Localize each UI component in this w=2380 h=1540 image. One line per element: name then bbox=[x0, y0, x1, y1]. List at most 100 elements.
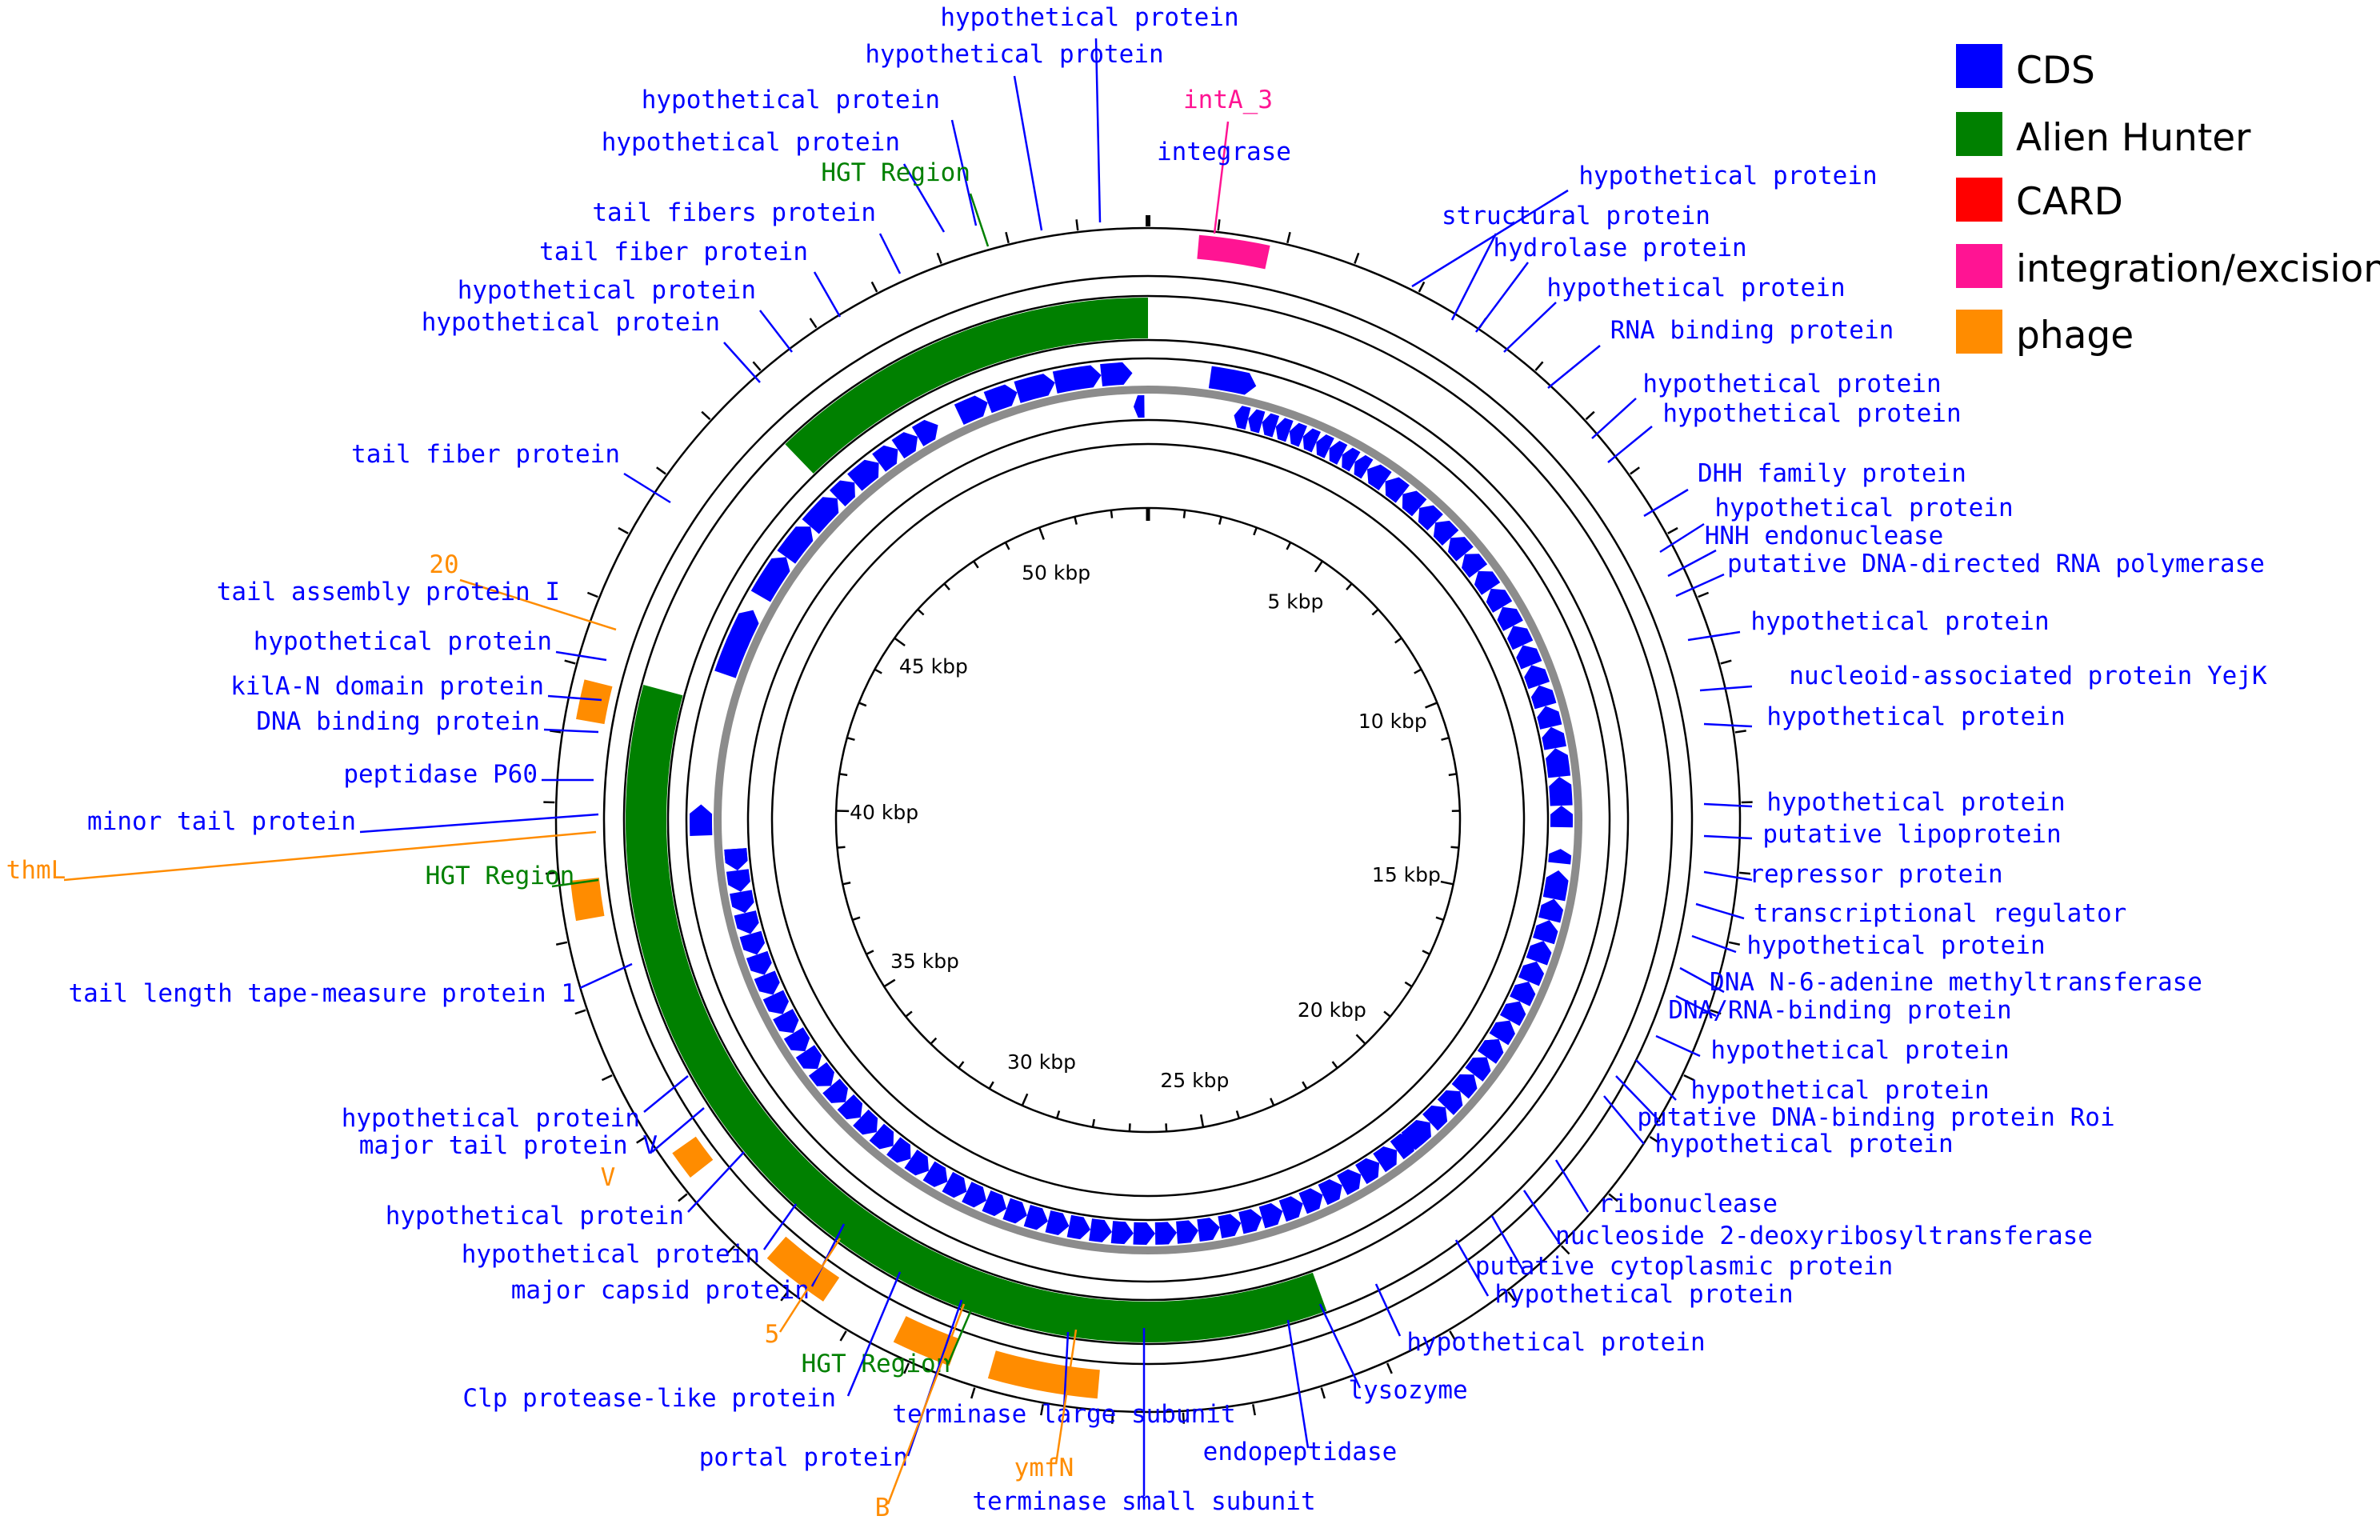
feature-labels: hypothetical protein hypothetical protein… bbox=[6, 3, 2267, 1522]
cds-reverse bbox=[1542, 726, 1566, 750]
leader-line bbox=[1547, 345, 1601, 389]
integration-track bbox=[1197, 234, 1270, 270]
outer-tick bbox=[1320, 1387, 1326, 1399]
feature-label: Clp protease-like protein bbox=[462, 1384, 836, 1413]
cds-reverse bbox=[1546, 748, 1571, 778]
leader-line bbox=[359, 813, 599, 834]
leader-line bbox=[1675, 994, 1717, 1018]
scale-tick bbox=[1218, 516, 1222, 525]
scale-tick bbox=[1038, 526, 1045, 540]
cds-reverse bbox=[1329, 441, 1348, 465]
cds-reverse bbox=[746, 950, 772, 975]
phage-region bbox=[570, 878, 605, 922]
outer-ring bbox=[554, 226, 1742, 1414]
scale-tick bbox=[866, 950, 874, 955]
cds-reverse bbox=[1089, 1218, 1112, 1242]
scale-tick bbox=[1055, 1110, 1061, 1119]
scale-tick bbox=[1331, 1061, 1338, 1069]
scale-tick bbox=[1074, 516, 1078, 525]
card-track-ring bbox=[770, 442, 1526, 1198]
cds-reverse bbox=[1550, 805, 1573, 828]
cds-forward bbox=[777, 526, 814, 564]
cds-reverse bbox=[1499, 1001, 1526, 1026]
cds-forward bbox=[911, 419, 938, 446]
outer-tick bbox=[809, 318, 818, 329]
leader-line bbox=[969, 193, 990, 247]
kbp-label: 45 kbp bbox=[899, 655, 968, 678]
cds-reverse bbox=[1066, 1214, 1091, 1240]
leader-line bbox=[1659, 522, 1705, 554]
scale-tick bbox=[1182, 510, 1186, 518]
cds-reverse bbox=[837, 1094, 863, 1120]
outer-tick bbox=[780, 1291, 789, 1302]
cds-reverse bbox=[795, 1045, 822, 1070]
scale-tick bbox=[1450, 846, 1459, 849]
cds-reverse bbox=[1248, 409, 1266, 434]
feature-label: ribonuclease bbox=[1598, 1190, 1778, 1218]
phage-region bbox=[672, 1136, 714, 1178]
cds-reverse bbox=[982, 1190, 1007, 1217]
outer-tick bbox=[1585, 410, 1595, 421]
cds-reverse bbox=[1002, 1198, 1027, 1224]
feature-label: DHH family protein bbox=[1698, 459, 1966, 488]
outer-tick bbox=[1649, 1136, 1660, 1144]
feature-label: tail length tape-measure protein 1 bbox=[68, 979, 576, 1008]
leader-line bbox=[623, 472, 671, 504]
scale-tick bbox=[1021, 1093, 1029, 1106]
leader-line bbox=[459, 578, 617, 631]
outer-tick bbox=[752, 361, 762, 371]
cds-forward bbox=[690, 804, 713, 836]
feature-label: HNH endonuclease bbox=[1705, 522, 1944, 550]
legend-label-card: CARD bbox=[2016, 180, 2123, 224]
leader-line bbox=[543, 728, 599, 734]
cds-reverse bbox=[1542, 870, 1569, 902]
outer-tick-marks bbox=[543, 215, 1753, 1424]
leader-line bbox=[723, 342, 761, 383]
feature-label: hypothetical protein bbox=[865, 40, 1163, 69]
cds-reverse bbox=[886, 1137, 911, 1163]
cds-reverse bbox=[1110, 1221, 1134, 1245]
leader-line bbox=[1062, 1331, 1070, 1410]
scale-tick bbox=[1253, 526, 1258, 536]
feature-label: hypothetical protein bbox=[1654, 1130, 1953, 1158]
cds-reverse bbox=[783, 1027, 810, 1052]
legend-swatch-phage bbox=[1956, 310, 2002, 354]
leader-line bbox=[1603, 1095, 1645, 1145]
scale-tick bbox=[1435, 916, 1444, 922]
feature-label: B bbox=[875, 1494, 890, 1522]
cds-forward bbox=[891, 432, 918, 459]
feature-label: putative DNA-binding protein Roi bbox=[1637, 1103, 2114, 1132]
leader-line bbox=[1703, 722, 1753, 728]
leader-line bbox=[1503, 302, 1557, 353]
leader-line bbox=[1554, 1159, 1590, 1213]
feature-label: hypothetical protein bbox=[642, 86, 940, 114]
feature-label: 5 bbox=[765, 1320, 780, 1349]
kbp-label: 40 kbp bbox=[850, 801, 918, 824]
scale-tick bbox=[1414, 668, 1422, 674]
cds-reverse bbox=[1197, 1218, 1220, 1242]
outer-tick bbox=[1449, 1330, 1457, 1342]
outer-tick bbox=[1683, 1074, 1695, 1082]
outer-tick bbox=[1040, 1404, 1044, 1416]
leader-line bbox=[687, 1151, 745, 1213]
outer-tick bbox=[1630, 466, 1640, 475]
cds-forward bbox=[847, 459, 879, 491]
outer-tick bbox=[726, 1245, 736, 1255]
kbp-label: 5 kbp bbox=[1267, 590, 1323, 613]
feature-label: portal protein bbox=[699, 1443, 908, 1472]
cds-reverse bbox=[1366, 464, 1392, 490]
scale-tick bbox=[874, 668, 882, 674]
feature-label: hypothetical protein bbox=[462, 1240, 760, 1269]
scale-tick bbox=[943, 582, 950, 590]
outer-tick bbox=[1182, 1412, 1186, 1424]
cds-reverse bbox=[1176, 1220, 1199, 1244]
cds-forward bbox=[802, 497, 839, 534]
leader-line bbox=[651, 1107, 705, 1153]
cds-forward bbox=[829, 480, 855, 506]
phage-track bbox=[570, 679, 1100, 1399]
cds-reverse bbox=[1275, 418, 1294, 442]
leader-line bbox=[1411, 189, 1569, 288]
scale-tick bbox=[1302, 1081, 1308, 1090]
scale-tick bbox=[837, 846, 846, 849]
